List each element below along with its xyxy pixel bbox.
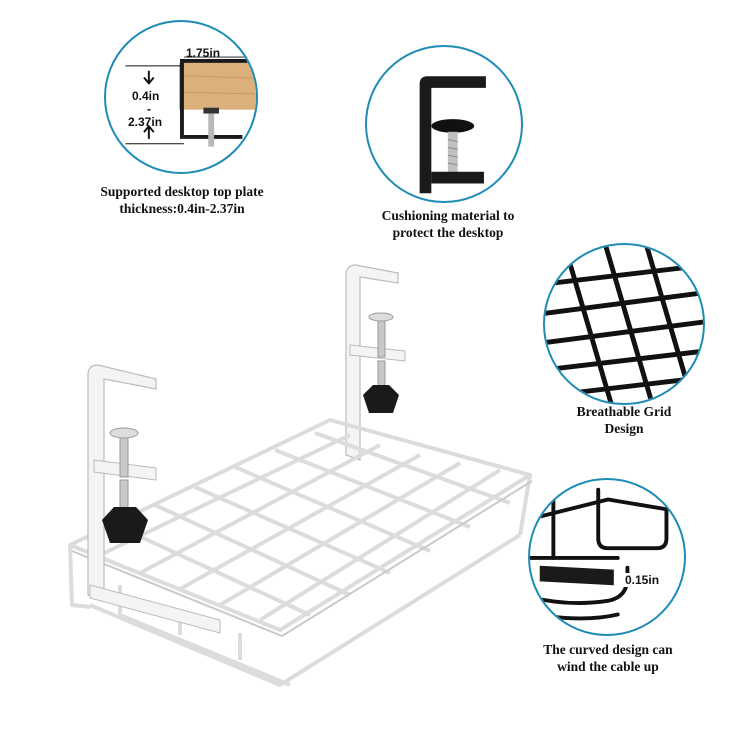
thickness-callout-circle: 1.75in 0.4in - 2.37in <box>104 20 258 174</box>
wire-basket <box>68 418 532 687</box>
rear-clamp <box>345 264 406 461</box>
curved-wire-illustration <box>530 487 669 621</box>
cable-tray-product-image <box>68 264 533 687</box>
curve-callout-circle: 0.15in <box>528 478 686 636</box>
grid-callout-circle <box>543 243 705 405</box>
thickness-caption: Supported desktop top plate thickness:0.… <box>100 184 264 216</box>
front-knob <box>102 507 148 543</box>
arrow-down-icon <box>143 70 155 85</box>
max-thickness-label: 2.37in <box>128 115 163 129</box>
front-clamp <box>87 364 221 634</box>
screw-thread <box>447 131 458 179</box>
width-dimension-label: 1.75in <box>186 46 221 60</box>
clamp-on-desk-illustration <box>125 56 256 147</box>
cushion-caption: Cushioning material to protect the deskt… <box>381 208 515 240</box>
black-grid-illustration <box>545 245 703 403</box>
grid-caption: Breathable Grid Design <box>576 404 672 436</box>
clamp-bracket <box>180 59 253 139</box>
black-clamp-body <box>419 76 486 194</box>
range-separator: - <box>147 102 151 116</box>
curve-caption: The curved design can wind the cable up <box>543 642 673 674</box>
arrow-up-icon <box>143 124 155 139</box>
cushion-callout-circle <box>365 45 523 203</box>
cushion-pad <box>431 119 475 133</box>
rear-knob <box>363 385 399 413</box>
clamp-screw <box>208 113 215 147</box>
desk-board <box>179 62 256 110</box>
wire-gap-block <box>539 565 614 586</box>
black-clamp-illustration <box>419 76 486 194</box>
min-thickness-label: 0.4in <box>132 89 160 103</box>
gap-dimension-label: 0.15in <box>624 573 661 587</box>
